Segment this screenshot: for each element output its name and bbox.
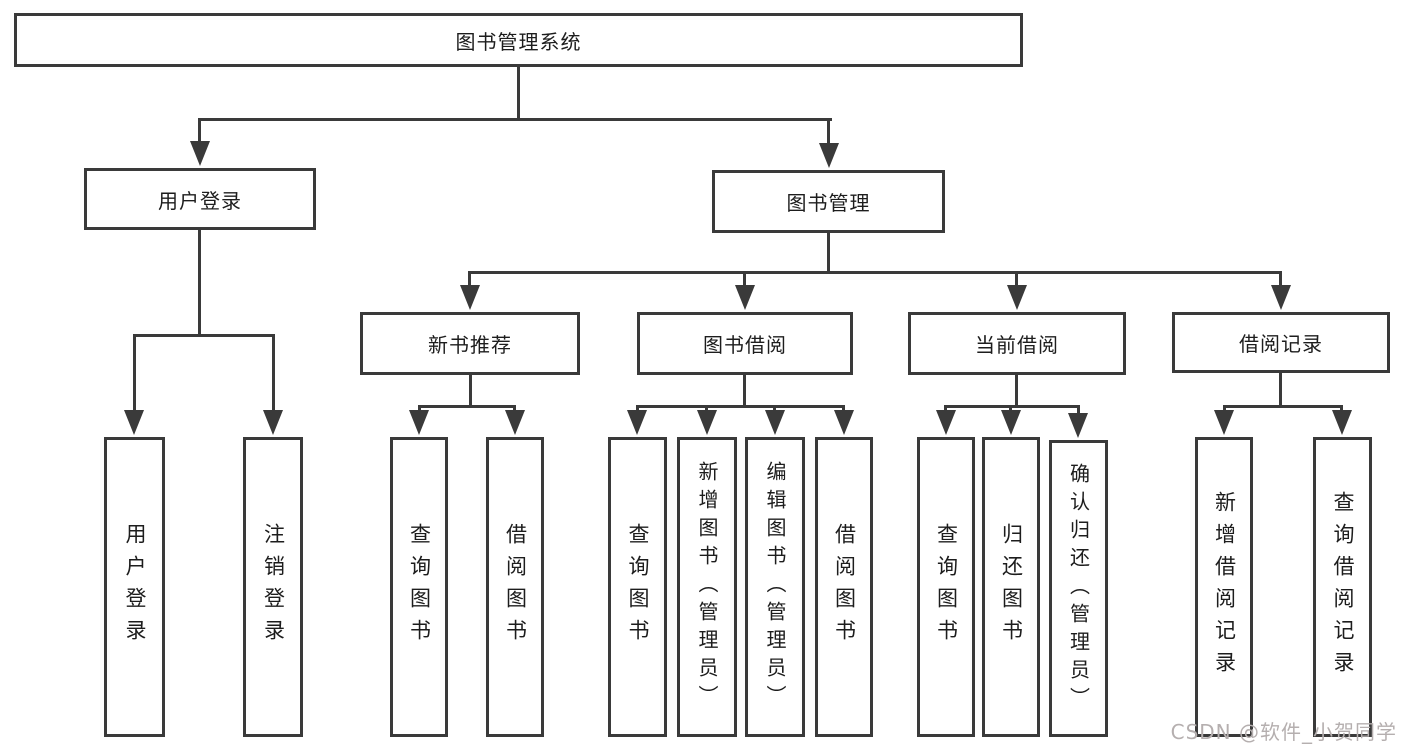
- arrow-down-icon: [1001, 410, 1021, 435]
- connector: [1015, 375, 1018, 408]
- connector: [133, 334, 275, 337]
- arrow-down-icon: [1214, 410, 1234, 435]
- arrow-down-icon: [124, 410, 144, 435]
- leaf-label: 确认归还（管理员）: [1066, 462, 1091, 715]
- leaf-current-query-books: 查询图书: [917, 437, 975, 737]
- arrow-down-icon: [834, 410, 854, 435]
- connector: [1340, 405, 1343, 414]
- arrow-down-icon: [1332, 410, 1352, 435]
- leaf-label: 编辑图书（管理员）: [763, 461, 787, 713]
- csdn-watermark: CSDN @软件_小贺同学: [1170, 720, 1397, 744]
- arrow-down-icon: [263, 410, 283, 435]
- leaf-logout: 注销登录: [243, 437, 303, 737]
- node-new-book-recommend: 新书推荐: [360, 312, 580, 375]
- connector: [705, 405, 708, 414]
- connector: [468, 271, 471, 288]
- leaf-add-borrow-record: 新增借阅记录: [1195, 437, 1253, 737]
- connector: [1077, 405, 1080, 415]
- leaf-label: 新增图书（管理员）: [695, 461, 719, 713]
- connector: [1223, 405, 1226, 414]
- connector: [517, 67, 520, 121]
- connector: [743, 375, 746, 408]
- leaf-add-books-admin: 新增图书（管理员）: [677, 437, 737, 737]
- leaf-newbook-query-books: 查询图书: [390, 437, 448, 737]
- leaf-return-books: 归还图书: [982, 437, 1040, 737]
- leaf-confirm-return-admin: 确认归还（管理员）: [1049, 440, 1108, 737]
- connector: [198, 230, 201, 337]
- connector: [418, 405, 516, 408]
- arrow-down-icon: [460, 285, 480, 310]
- connector: [1009, 405, 1012, 414]
- connector: [133, 334, 136, 412]
- arrow-down-icon: [819, 143, 839, 168]
- leaf-label: 新增借阅记录: [1212, 491, 1237, 683]
- arrow-down-icon: [697, 410, 717, 435]
- connector: [636, 405, 639, 414]
- arrow-down-icon: [409, 410, 429, 435]
- arrow-down-icon: [1007, 285, 1027, 310]
- connector: [773, 405, 776, 414]
- leaf-label: 用户登录: [123, 523, 147, 651]
- connector: [827, 233, 830, 274]
- arrow-down-icon: [627, 410, 647, 435]
- leaf-query-borrow-record: 查询借阅记录: [1313, 437, 1372, 737]
- connector: [198, 118, 201, 146]
- leaf-borrow-borrow-books: 借阅图书: [815, 437, 873, 737]
- arrow-down-icon: [765, 410, 785, 435]
- leaf-borrow-query-books: 查询图书: [608, 437, 667, 737]
- arrow-down-icon: [735, 285, 755, 310]
- connector: [1279, 373, 1282, 408]
- connector: [1279, 271, 1282, 288]
- connector: [513, 405, 516, 414]
- arrow-down-icon: [1271, 285, 1291, 310]
- connector: [1223, 405, 1343, 408]
- leaf-label: 借阅图书: [503, 523, 528, 651]
- leaf-label: 归还图书: [999, 523, 1024, 651]
- leaf-label: 查询借阅记录: [1331, 491, 1355, 683]
- arrow-down-icon: [1068, 413, 1088, 438]
- connector: [743, 271, 746, 288]
- node-borrow-records: 借阅记录: [1172, 312, 1390, 373]
- leaf-newbook-borrow-books: 借阅图书: [486, 437, 544, 737]
- leaf-edit-books-admin: 编辑图书（管理员）: [745, 437, 805, 737]
- connector: [198, 118, 832, 121]
- leaf-label: 查询图书: [626, 523, 650, 651]
- connector: [272, 334, 275, 412]
- leaf-label: 注销登录: [261, 523, 286, 651]
- connector: [842, 405, 845, 414]
- node-book-borrowing: 图书借阅: [637, 312, 853, 375]
- connector: [827, 118, 830, 148]
- connector: [468, 271, 1281, 274]
- connector: [418, 405, 421, 414]
- leaf-label: 查询图书: [934, 523, 959, 651]
- arrow-down-icon: [505, 410, 525, 435]
- connector: [469, 375, 472, 408]
- connector: [1015, 271, 1018, 288]
- leaf-user-login: 用户登录: [104, 437, 165, 737]
- node-book-management: 图书管理: [712, 170, 945, 233]
- arrow-down-icon: [190, 141, 210, 166]
- node-user-login: 用户登录: [84, 168, 316, 230]
- arrow-down-icon: [936, 410, 956, 435]
- node-current-borrowing: 当前借阅: [908, 312, 1126, 375]
- node-root: 图书管理系统: [14, 13, 1023, 67]
- connector: [636, 405, 845, 408]
- connector: [944, 405, 947, 414]
- leaf-label: 借阅图书: [832, 523, 857, 651]
- leaf-label: 查询图书: [407, 523, 432, 651]
